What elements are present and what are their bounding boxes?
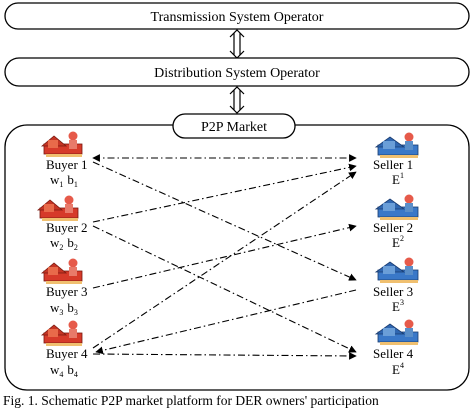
- seller-param: E1: [392, 171, 404, 187]
- market-label: P2P Market: [201, 120, 267, 135]
- seller-house-icon: [374, 132, 419, 158]
- dso-label: Distribution System Operator: [154, 66, 320, 81]
- trade-arrow-b2-s4: [92, 225, 357, 353]
- tso-dso-link-arrow: [229, 29, 245, 59]
- buyer-name: Buyer 2: [46, 220, 88, 235]
- seller-house-icon: [374, 194, 419, 220]
- buyer-name: Buyer 1: [46, 157, 88, 172]
- buyer-house-icon: [40, 131, 83, 157]
- buyer-house-icon: [40, 258, 83, 284]
- seller-1: Seller 1 E1: [373, 132, 419, 187]
- trade-arrow-b2-s1: [92, 163, 357, 223]
- buyer-house-icon: [36, 195, 79, 221]
- seller-2: Seller 2 E2: [373, 194, 419, 250]
- buyer-name: Buyer 3: [46, 284, 88, 299]
- seller-param: E4: [392, 361, 404, 377]
- seller-name: Seller 2: [373, 220, 413, 235]
- trade-arrow-b1-s3: [92, 161, 357, 281]
- trade-arrow-b4-s1: [92, 171, 357, 349]
- seller-param: E3: [392, 298, 404, 314]
- trade-arrows: [92, 154, 357, 360]
- buyer-name: Buyer 4: [46, 346, 88, 361]
- seller-param: E2: [392, 234, 404, 250]
- buyer-house-icon: [40, 320, 83, 346]
- seller-house-icon: [374, 319, 419, 345]
- seller-name: Seller 4: [373, 346, 414, 361]
- dso-box: Distribution System Operator: [4, 57, 470, 87]
- figure-caption: Fig. 1. Schematic P2P market platform fo…: [3, 393, 379, 408]
- seller-3: Seller 3 E3: [373, 257, 419, 314]
- trade-arrow-b4-s3: [95, 289, 357, 355]
- tso-label: Transmission System Operator: [151, 10, 324, 25]
- dso-market-link-arrow: [229, 86, 245, 114]
- seller-name: Seller 1: [373, 157, 413, 172]
- seller-name: Seller 3: [373, 284, 413, 299]
- seller-4: Seller 4 E4: [373, 319, 419, 377]
- trade-arrow-b4-s4: [92, 352, 357, 360]
- seller-house-icon: [374, 257, 419, 283]
- trade-arrow-b3-s2: [92, 223, 357, 289]
- market-label-box: P2P Market: [172, 113, 296, 139]
- tso-box: Transmission System Operator: [4, 2, 470, 30]
